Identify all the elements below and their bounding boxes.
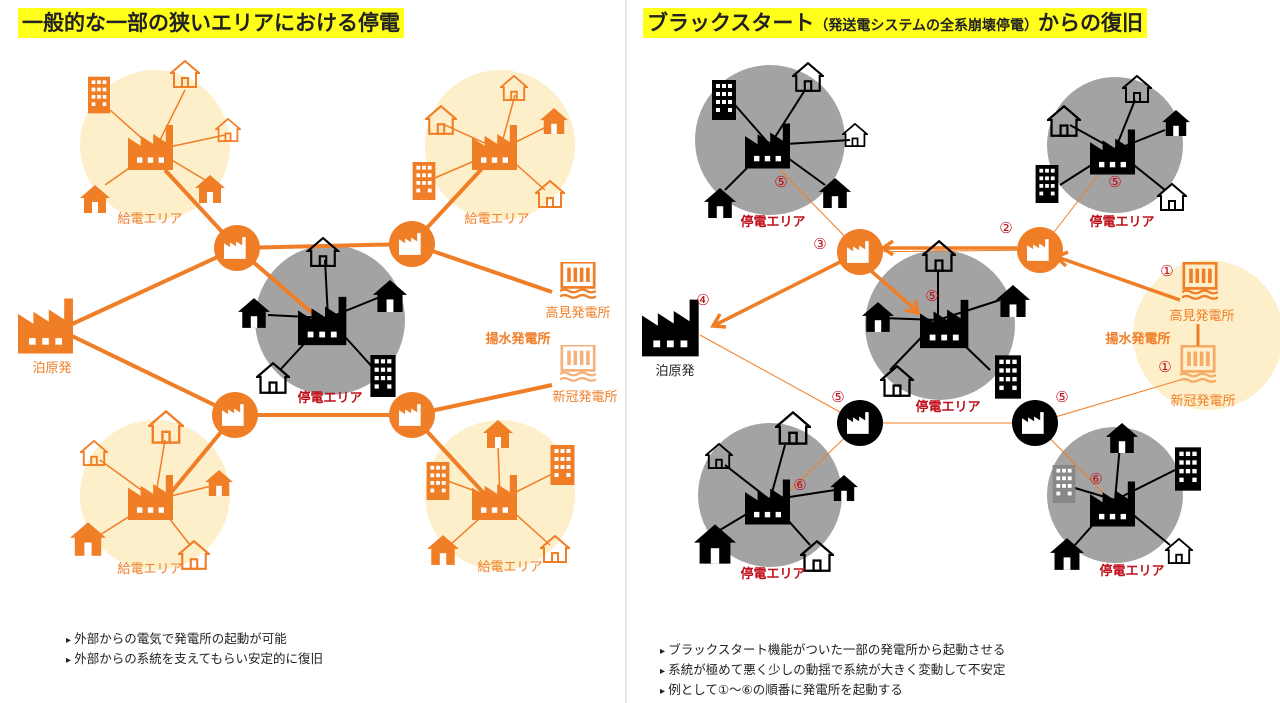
title-sub: （発送電システムの全系崩壊停電） <box>814 18 1038 34</box>
label-supply-area: 給電エリア <box>117 212 182 227</box>
note: 外部からの系統を支えてもらい安定的に復旧 <box>66 650 323 670</box>
label-takami: 高見発電所 <box>545 305 610 321</box>
right-title: ブラックスタート（発送電システムの全系崩壊停電）からの復旧 <box>643 8 1147 38</box>
building-icon <box>1052 465 1076 503</box>
right-panel: 停電エリア 停電エリア 停電エリア 停電エリア 停電エリア 泊原発 高見発電所 … <box>642 62 1280 582</box>
labels: 給電エリア 給電エリア 給電エリア 給電エリア 泊原発 高見発電所 揚水発電所 … <box>32 212 617 577</box>
substations <box>212 221 435 438</box>
label-takami: 高見発電所 <box>1169 308 1234 324</box>
title-main: ブラックスタート <box>647 11 815 35</box>
right-notes: ブラックスタート機能がついた一部の発電所から起動させる 系統が極めて悪く少しの動… <box>660 641 1005 701</box>
step-3: ③ <box>813 235 826 253</box>
house-icon <box>842 123 868 147</box>
step-markers: ① ① ② ③ ④ ⑤ ⑤ ⑤ ⑤ ⑤ ⑥ ⑥ <box>696 173 1173 494</box>
note: ブラックスタート機能がついた一部の発電所から起動させる <box>660 641 1005 661</box>
step-1: ① <box>1160 262 1173 280</box>
label-outage-area: 停電エリア <box>1099 563 1164 579</box>
title-end: からの復旧 <box>1037 11 1143 35</box>
building-icon <box>88 76 110 114</box>
step-4: ④ <box>696 291 709 309</box>
left-title: 一般的な一部の狭いエリアにおける停電 <box>18 8 404 38</box>
label-pumped: 揚水発電所 <box>1105 331 1170 347</box>
label-tomari: 泊原発 <box>655 364 694 379</box>
step-1: ① <box>1158 358 1171 376</box>
step-5: ⑤ <box>774 173 787 191</box>
label-supply-area: 給電エリア <box>464 212 529 227</box>
building-icon <box>712 80 736 120</box>
building-icon <box>412 162 436 200</box>
building-icon <box>995 355 1021 399</box>
left-notes: 外部からの電気で発電所の起動が可能 外部からの系統を支えてもらい安定的に復旧 <box>66 630 323 670</box>
left-panel: 給電エリア 給電エリア 給電エリア 給電エリア 泊原発 高見発電所 揚水発電所 … <box>18 60 618 577</box>
substations <box>837 227 1063 446</box>
label-outage-area: 停電エリア <box>740 214 805 230</box>
label-outage-area: 停電エリア <box>1089 214 1154 230</box>
label-outage-area: 停電エリア <box>297 390 362 406</box>
step-6: ⑥ <box>793 476 806 494</box>
label-supply-area: 給電エリア <box>477 560 542 575</box>
note: 外部からの電気で発電所の起動が可能 <box>66 630 323 650</box>
step-6: ⑥ <box>1089 470 1102 488</box>
step-5: ⑤ <box>1108 173 1121 191</box>
note: 例として①〜⑥の順番に発電所を起動する <box>660 681 1005 701</box>
takami-dam-icon <box>560 262 596 300</box>
step-5: ⑤ <box>831 388 844 406</box>
building-icon <box>426 462 450 500</box>
house-icon <box>1165 538 1193 564</box>
step-5: ⑤ <box>925 287 938 305</box>
label-outage-area: 停電エリア <box>740 566 805 582</box>
niikappu-dam-icon <box>560 345 596 383</box>
label-pumped: 揚水発電所 <box>485 331 550 347</box>
building-icon <box>550 445 575 485</box>
label-supply-area: 給電エリア <box>117 562 182 577</box>
step-5: ⑤ <box>1055 388 1068 406</box>
tomari-plant-icon <box>18 298 73 354</box>
label-niikappu: 新冠発電所 <box>1170 393 1235 409</box>
labels: 停電エリア 停電エリア 停電エリア 停電エリア 停電エリア 泊原発 高見発電所 … <box>655 214 1235 582</box>
building-icon <box>1175 447 1201 491</box>
note: 系統が極めて悪く少しの動揺で系統が大きく変動して不安定 <box>660 661 1005 681</box>
label-outage-area: 停電エリア <box>915 399 980 415</box>
label-tomari: 泊原発 <box>32 361 71 376</box>
tomari-plant-icon <box>642 299 699 357</box>
building-icon <box>370 355 396 397</box>
label-niikappu: 新冠発電所 <box>552 389 617 405</box>
step-2: ② <box>999 219 1012 237</box>
building-icon <box>1035 165 1059 203</box>
